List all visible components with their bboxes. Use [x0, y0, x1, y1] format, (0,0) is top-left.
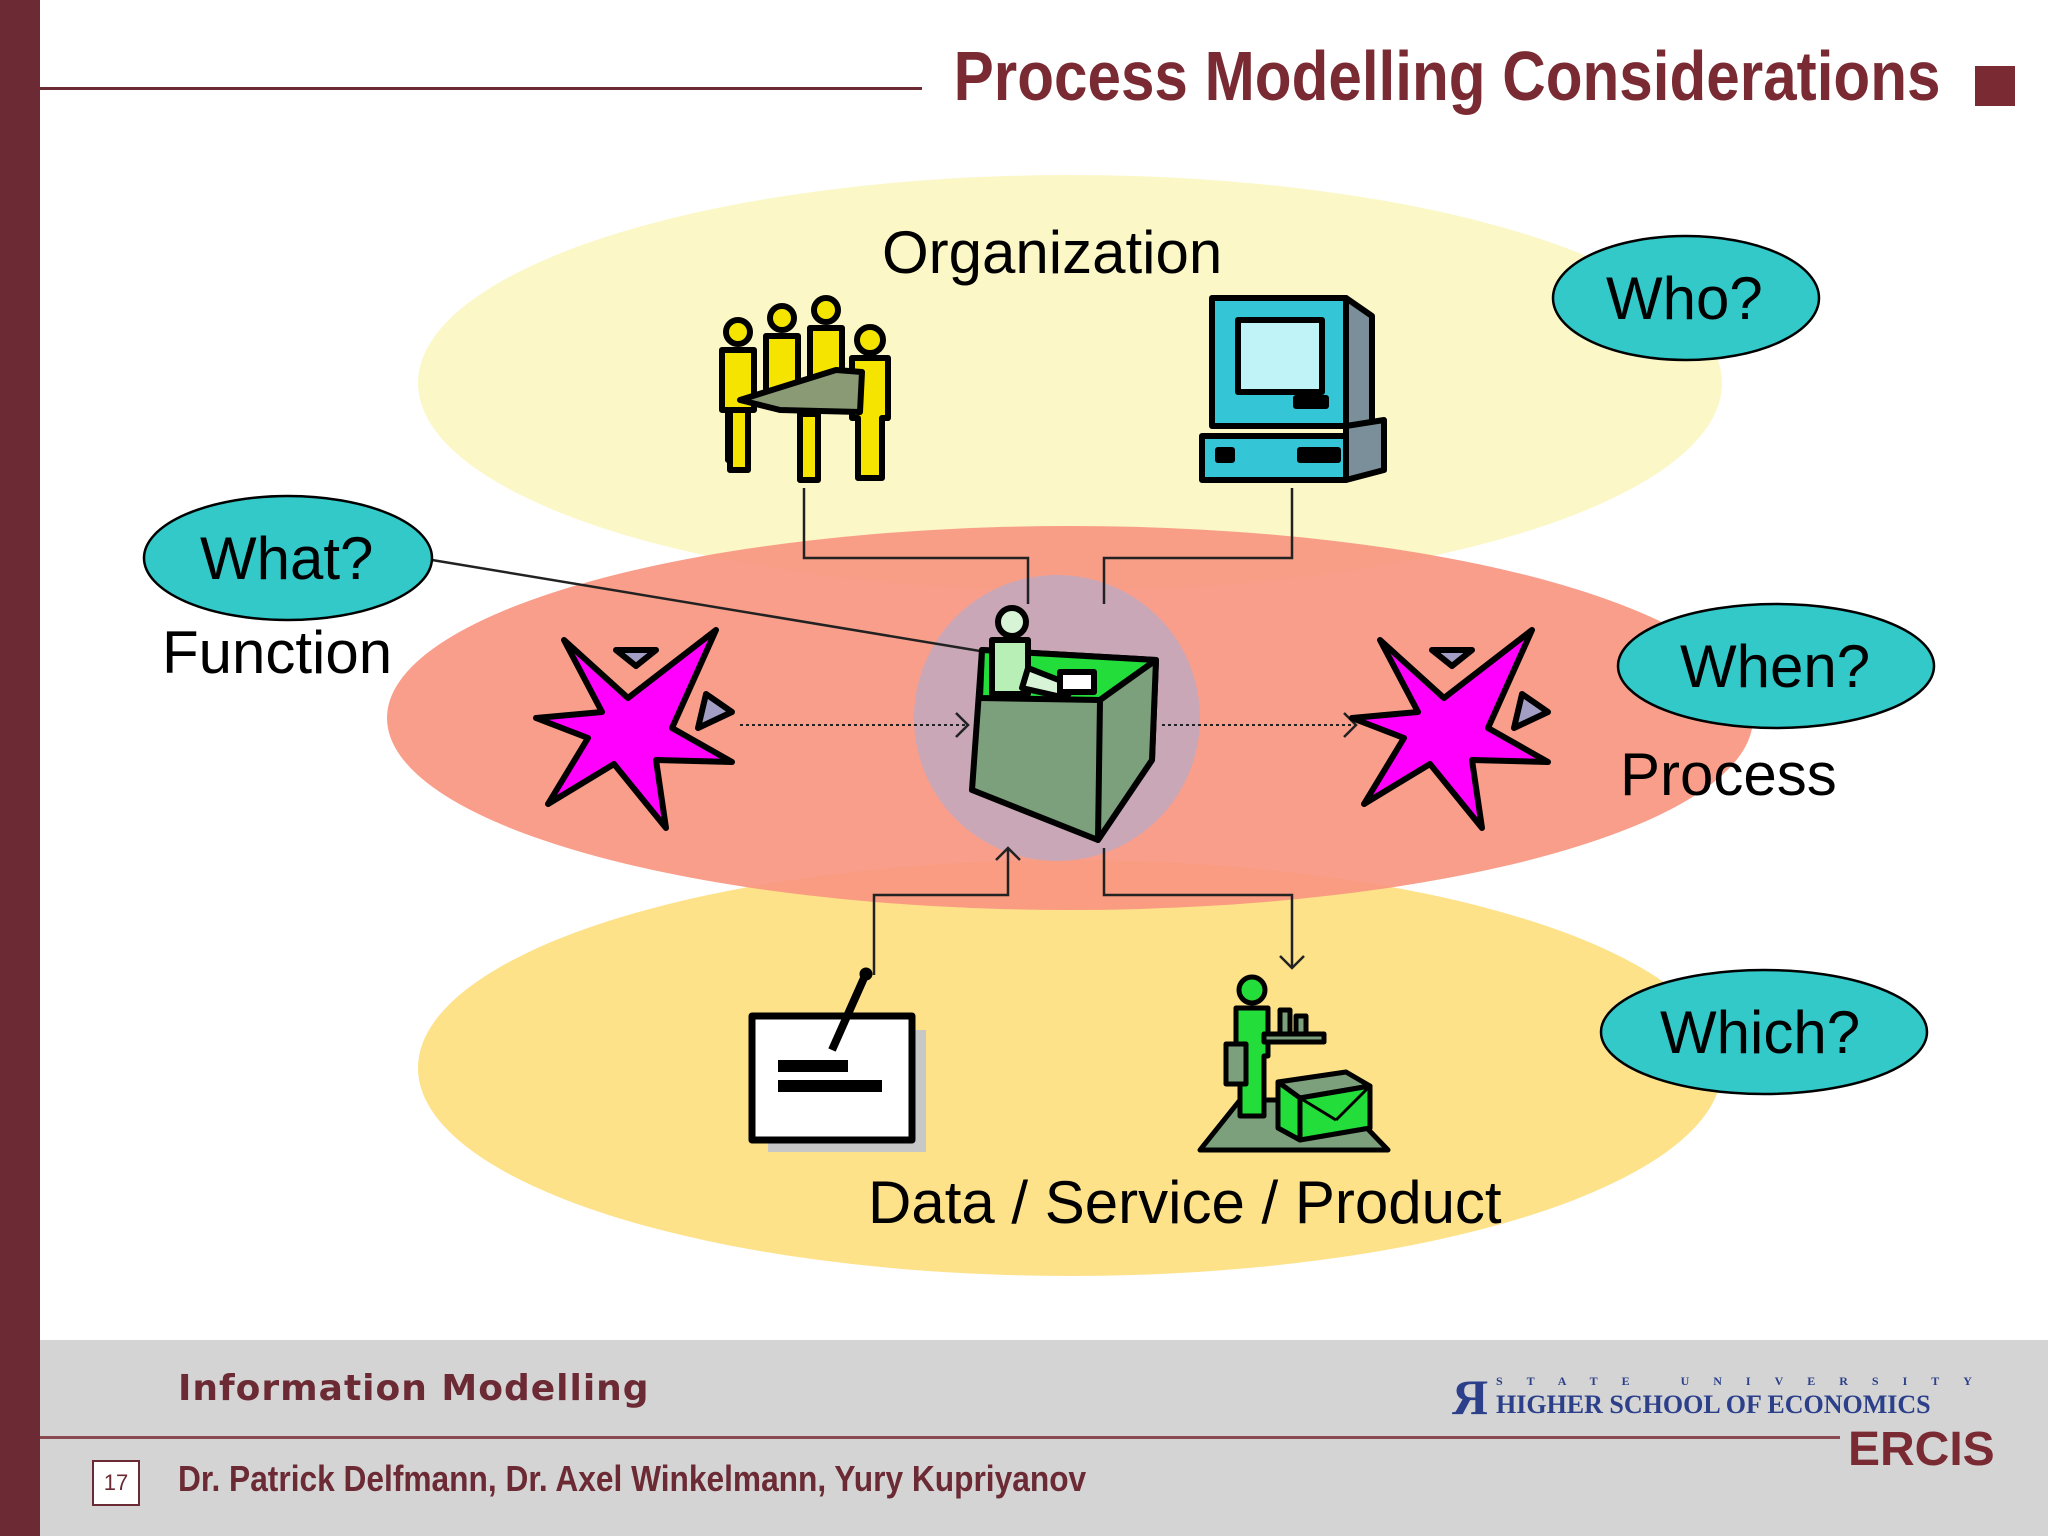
- when-bubble: [1616, 602, 1936, 730]
- university-top: STATE UNIVERSITY: [1496, 1374, 1996, 1388]
- arrowhead-product: [1279, 955, 1305, 970]
- what-bubble: [142, 494, 434, 622]
- who-question: Who?: [1606, 265, 1763, 332]
- title-rule: [40, 87, 922, 90]
- who-bubble: [1551, 234, 1821, 362]
- when-question: When?: [1680, 633, 1871, 700]
- hse-logo-icon: Я: [1452, 1369, 1489, 1425]
- connector-what: [419, 556, 1005, 657]
- organization-ellipse: [418, 175, 1722, 591]
- people-meeting-icon: [719, 295, 891, 483]
- process-label: Process: [1620, 741, 1837, 808]
- event-burst-icon: [1349, 627, 1551, 831]
- left-accent-bar: [0, 0, 40, 1536]
- function-label: Function: [162, 619, 393, 686]
- page-number: 17: [92, 1460, 140, 1506]
- data-ellipse: [418, 860, 1722, 1276]
- document-icon: [748, 967, 926, 1152]
- which-question: Which?: [1660, 999, 1861, 1066]
- title-square-bullet: [1975, 66, 2015, 106]
- connector-computer: [1102, 488, 1294, 604]
- data-label: Data / Service / Product: [868, 1169, 1502, 1236]
- connector-document: [872, 848, 1010, 975]
- event-burst-icon: [533, 627, 735, 831]
- connector-product: [1102, 848, 1294, 968]
- authors: Dr. Patrick Delfmann, Dr. Axel Winkelman…: [178, 1458, 1087, 1499]
- process-diagram: [142, 175, 1936, 1276]
- organization-label: Organization: [882, 219, 1223, 286]
- person-at-desk-icon: [969, 605, 1159, 843]
- university-name: HIGHER SCHOOL OF ECONOMICS: [1496, 1390, 1931, 1419]
- footer-rule: [40, 1436, 1840, 1439]
- worker-with-package-icon: [1197, 974, 1391, 1153]
- which-bubble: [1599, 968, 1929, 1096]
- slide-title: Process Modelling Considerations: [953, 37, 1940, 115]
- what-question: What?: [200, 525, 374, 592]
- ercis-logo: ERCIS: [1848, 1423, 1995, 1476]
- connector-people: [802, 488, 1030, 604]
- computer-icon: [1199, 295, 1387, 483]
- arrowhead-document: [995, 846, 1021, 861]
- course-title: Information Modelling: [178, 1368, 650, 1409]
- flow-start-arrowhead: [955, 712, 970, 738]
- flow-end-arrowhead: [1343, 712, 1358, 738]
